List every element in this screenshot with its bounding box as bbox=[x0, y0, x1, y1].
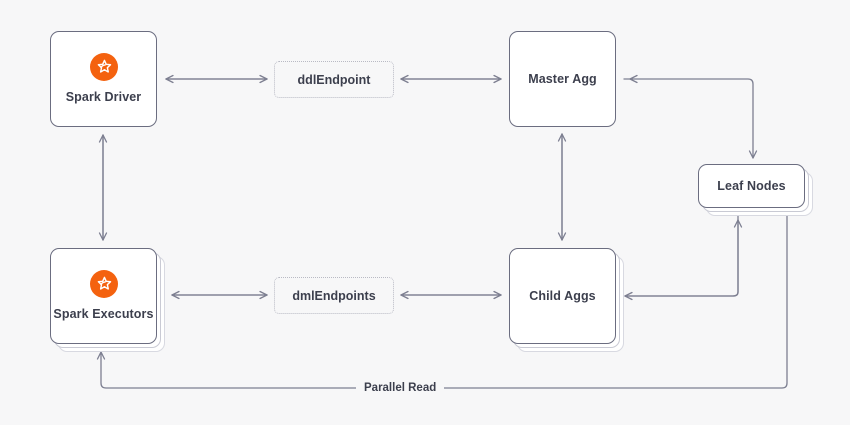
endpoint-dml[interactable]: dmlEndpoints bbox=[274, 277, 394, 314]
connector-leafnodes-masteragg bbox=[629, 74, 638, 84]
connector-masteragg-leafnodes bbox=[623, 78, 758, 159]
node-master-agg[interactable]: Master Agg bbox=[509, 31, 616, 127]
node-spark-executors[interactable]: Spark Executors bbox=[50, 248, 157, 344]
node-child-aggs[interactable]: Child Aggs bbox=[509, 248, 616, 344]
node-label: Spark Executors bbox=[53, 307, 154, 321]
endpoint-label: ddlEndpoint bbox=[297, 72, 371, 87]
node-spark-driver[interactable]: Spark Driver bbox=[50, 31, 157, 127]
node-label: Master Agg bbox=[528, 71, 597, 86]
connector-parallel-read bbox=[96, 214, 788, 389]
node-label: Leaf Nodes bbox=[717, 178, 786, 193]
endpoint-label: dmlEndpoints bbox=[292, 288, 376, 303]
node-label: Child Aggs bbox=[529, 288, 596, 303]
node-label: Spark Driver bbox=[65, 90, 142, 104]
spark-logo-icon bbox=[89, 270, 118, 298]
connector-leafnodes-childaggs bbox=[624, 214, 743, 301]
spark-logo-icon bbox=[89, 53, 118, 81]
edge-label-parallel-read: Parallel Read bbox=[356, 381, 445, 395]
node-leaf-nodes[interactable]: Leaf Nodes bbox=[698, 164, 805, 208]
endpoint-ddl[interactable]: ddlEndpoint bbox=[274, 61, 394, 98]
